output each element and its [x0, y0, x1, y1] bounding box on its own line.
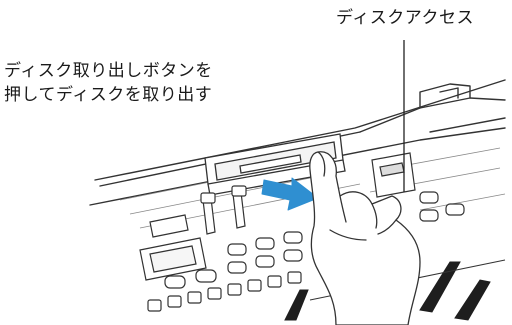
faders: [200, 185, 247, 235]
disk-access-lamp: [371, 152, 416, 198]
callout-eject-line-2: 押してディスクを取り出す: [4, 85, 213, 105]
pressing-hand-icon: [309, 151, 421, 325]
right-housing: [359, 97, 506, 133]
eject-direction-arrow-icon: [261, 177, 319, 211]
callout-eject-instruction: ディスク取り出しボタンを 押してディスクを取り出す: [4, 59, 213, 107]
disk-slot: [204, 133, 346, 196]
panel-top-edge: [94, 79, 506, 181]
panel-buttons: [147, 191, 465, 312]
callout-eject-line-1: ディスク取り出しボタンを: [4, 61, 213, 81]
display-panel: [139, 214, 207, 281]
keyboard-keys: [284, 261, 491, 321]
callout-disk-access: ディスクアクセス: [336, 8, 474, 28]
